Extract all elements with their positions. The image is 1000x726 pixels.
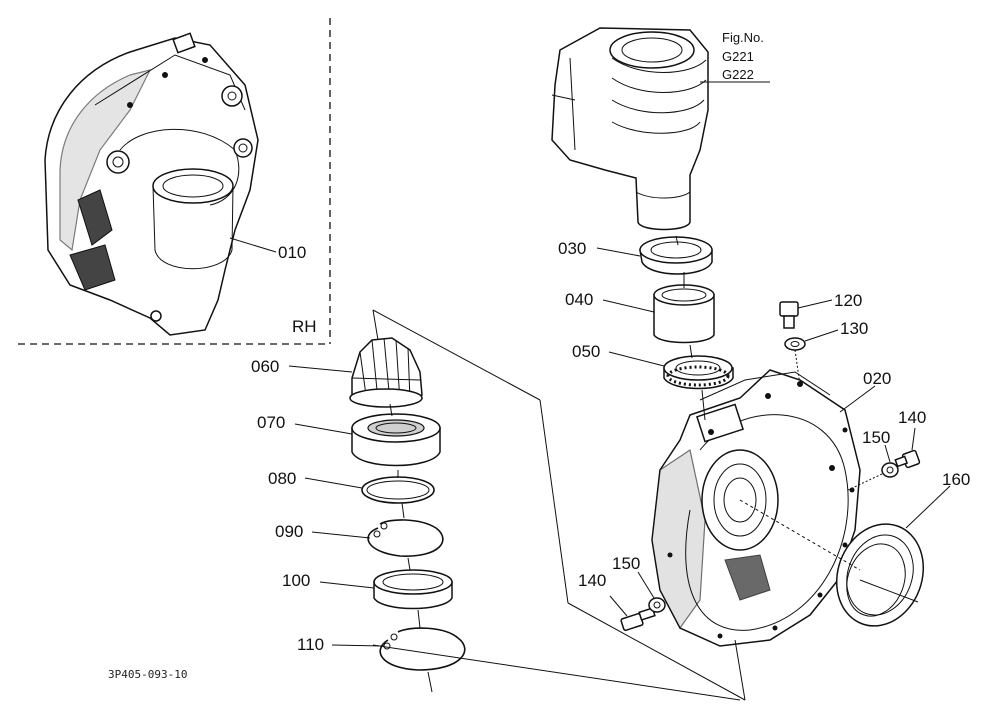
callout-120[interactable]: 120	[834, 291, 862, 310]
assembly-line-120	[794, 349, 801, 386]
leader-050	[608, 351, 665, 367]
callout-010[interactable]: 010	[278, 243, 306, 262]
snap-ring-part-080[interactable]	[361, 476, 435, 504]
thrust-bearing-part-050[interactable]	[663, 355, 734, 390]
fig-ref-g222[interactable]: G222	[722, 67, 754, 82]
oil-seal-part-160[interactable]	[823, 512, 938, 638]
circlip-part-090[interactable]	[367, 519, 444, 557]
washer-part-150-lower[interactable]	[648, 597, 666, 613]
callout-160[interactable]: 160	[942, 470, 970, 489]
callout-070[interactable]: 070	[257, 413, 285, 432]
leader-090	[311, 531, 371, 539]
upper-shaft-housing	[551, 27, 709, 231]
callout-060[interactable]: 060	[251, 357, 279, 376]
bevel-gear-part-060[interactable]	[349, 337, 423, 408]
circlip-part-110[interactable]	[379, 627, 466, 671]
seal-axis	[859, 579, 919, 603]
leader-160	[905, 485, 951, 529]
leader-080	[304, 477, 363, 489]
leader-070	[294, 423, 353, 435]
collar-part-100[interactable]	[373, 569, 453, 610]
leader-020	[839, 385, 876, 413]
leader-120	[797, 299, 833, 309]
callout-080[interactable]: 080	[268, 469, 296, 488]
callout-030[interactable]: 030	[558, 239, 586, 258]
ball-bearing-part-070[interactable]	[351, 413, 441, 467]
fig-ref-g221[interactable]: G221	[722, 49, 754, 64]
shaft-axis-lower	[427, 671, 433, 693]
leader-040	[602, 299, 655, 313]
rh-inset-frame	[18, 18, 331, 345]
leader-100	[319, 581, 375, 589]
bushing-part-040[interactable]	[653, 284, 715, 344]
gearcase-part-020[interactable]	[651, 369, 861, 647]
callout-140-lower[interactable]: 140	[578, 571, 606, 590]
housing-rh-part-010[interactable]	[44, 32, 259, 336]
callout-020[interactable]: 020	[863, 369, 891, 388]
washer-part-130[interactable]	[784, 337, 806, 351]
fig-no-label: Fig.No.	[722, 30, 764, 45]
leader-150-right	[884, 444, 891, 463]
callout-150-lower[interactable]: 150	[612, 554, 640, 573]
leader-060	[288, 365, 353, 373]
callout-090[interactable]: 090	[275, 522, 303, 541]
callout-100[interactable]: 100	[282, 571, 310, 590]
bolt-part-140-lower[interactable]	[620, 607, 656, 632]
assembly-connector-lines	[372, 235, 861, 701]
callout-130[interactable]: 130	[840, 319, 868, 338]
leader-150-lower	[637, 571, 655, 599]
bolt-part-140-right[interactable]	[894, 449, 921, 469]
leader-110	[331, 644, 385, 647]
washer-part-150-right[interactable]	[881, 462, 899, 478]
callout-050[interactable]: 050	[572, 342, 600, 361]
leader-130	[804, 329, 839, 342]
callout-110-visible[interactable]: 110	[297, 635, 324, 654]
callout-040[interactable]: 040	[565, 290, 593, 309]
leader-030	[596, 247, 641, 257]
left-stack-axis	[389, 403, 421, 629]
callout-140-right[interactable]: 140	[898, 408, 926, 427]
leader-140-right	[911, 427, 916, 451]
leader-140-lower	[609, 595, 628, 617]
oil-seal-part-030[interactable]	[639, 236, 713, 275]
inset-side-label: RH	[292, 317, 317, 336]
leader-010	[229, 237, 277, 253]
plug-bolt-part-120[interactable]	[779, 301, 799, 329]
drawing-code: 3P405-093-10	[108, 668, 187, 681]
callout-150-right[interactable]: 150	[862, 428, 890, 447]
